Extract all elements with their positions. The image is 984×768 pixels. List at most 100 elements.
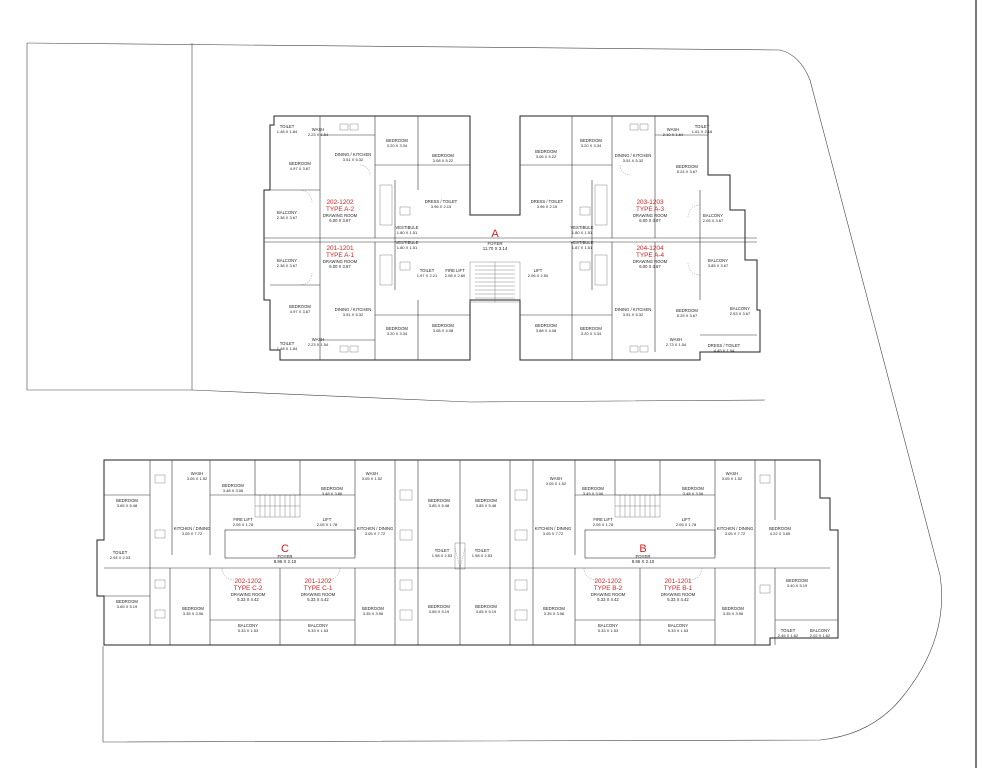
room-name: VESTIBULE: [570, 225, 593, 230]
room-name: DINING / KITCHEN: [335, 307, 372, 312]
room-name: DRESS / TOILET: [531, 199, 564, 204]
room-dim: 3.40 X 5.19: [787, 583, 808, 588]
room-dim: 3.51 X 5.32: [623, 312, 644, 317]
room-name: BALCONY: [277, 258, 297, 263]
unit-a3-dim: 6.00 X 3.67: [639, 218, 661, 223]
room-name: WASH: [550, 476, 562, 481]
unit-a2-room: DRAWING ROOM: [323, 213, 358, 218]
room-name: WASH: [191, 471, 203, 476]
room-name: WASH: [726, 471, 738, 476]
block-c-foyer-dim: 8.95 X 2.10: [274, 559, 297, 564]
room-dim: 3.08 X 5.22: [433, 158, 454, 163]
room-dim: 3.51 X 5.32: [343, 157, 364, 162]
room-dim: 3.05 X 7.72: [725, 531, 746, 536]
room-dim: 4.97 X 3.67: [290, 166, 311, 171]
block-b-lift-dim: 2.05 X 1.78: [676, 522, 697, 527]
room-dim: 4.22 X 3.65: [770, 531, 791, 536]
room-name: BEDROOM: [543, 606, 565, 611]
room-name: BEDROOM: [182, 606, 204, 611]
unit-c2-dim: 5.33 X 4.42: [237, 597, 259, 602]
room-dim: 3.05 X 7.72: [182, 531, 203, 536]
unit-a2-type: TYPE A-2: [326, 206, 355, 213]
room-name: BALCONY: [703, 213, 723, 218]
room-dim: 2.94 X 2.03: [110, 555, 131, 560]
unit-b1-type: TYPE B-1: [664, 585, 693, 592]
room-name: DINING / KITCHEN: [615, 153, 652, 158]
block-b-fire-lift: FIRE LIFT: [593, 517, 613, 522]
block-b-foyer-dim: 8.95 X 2.10: [632, 559, 655, 564]
unit-c1-dim: 5.33 X 4.42: [307, 597, 329, 602]
block-b-foyer-box: [584, 529, 716, 559]
room-name: BEDROOM: [722, 606, 744, 611]
room-name: KITCHEN / DINING: [174, 526, 211, 531]
room-name: TOILET: [475, 548, 490, 553]
room-name: VESTIBULE: [395, 225, 418, 230]
block-a-foyer: FOYER: [487, 241, 502, 246]
room-name: WASH: [312, 337, 324, 342]
room-dim: 2.73 X 1.54: [666, 342, 687, 347]
block-b-lift: LIFT: [682, 517, 691, 522]
room-name: BEDROOM: [682, 486, 704, 491]
room-name: TOILET: [781, 628, 796, 633]
room-name: TOILET: [113, 550, 128, 555]
block-lower-fixtures: [154, 474, 771, 621]
unit-a1-dim: 6.00 X 3.67: [329, 264, 351, 269]
room-name: BALCONY: [708, 258, 728, 263]
unit-c1-type: TYPE C-1: [304, 585, 333, 592]
room-name: BEDROOM: [289, 304, 311, 309]
room-dim: 3.20 X 3.34: [387, 331, 408, 336]
room-name: KITCHEN / DINING: [717, 526, 754, 531]
unit-a4-room: DRAWING ROOM: [633, 259, 668, 264]
room-dim: 4.97 X 3.67: [290, 309, 311, 314]
room-name: TOILET: [435, 548, 450, 553]
room-dim: 1.48 X 1.84: [277, 346, 298, 351]
room-dim: 3.65 X 5.19: [476, 609, 497, 614]
room-name: BEDROOM: [428, 498, 450, 503]
room-name: TOILET: [280, 341, 295, 346]
room-name: BEDROOM: [475, 498, 497, 503]
room-dim: 3.51 X 5.32: [343, 312, 364, 317]
room-name: BEDROOM: [428, 604, 450, 609]
block-b-stairs: [614, 494, 661, 518]
block-a: A FOYER 11.70 X 3.14 FIRE LIFT 2.08 X 2.…: [263, 115, 761, 361]
unit-b1-code: 201-1201: [664, 578, 691, 585]
room-name: BEDROOM: [769, 526, 791, 531]
block-c-foyer-box: [224, 529, 356, 559]
unit-a4-code: 204-1204: [636, 245, 663, 252]
unit-label-a1: 201-1201 TYPE A-1 DRAWING ROOM 6.00 X 3.…: [323, 245, 358, 269]
room-name: BALCONY: [598, 623, 618, 628]
